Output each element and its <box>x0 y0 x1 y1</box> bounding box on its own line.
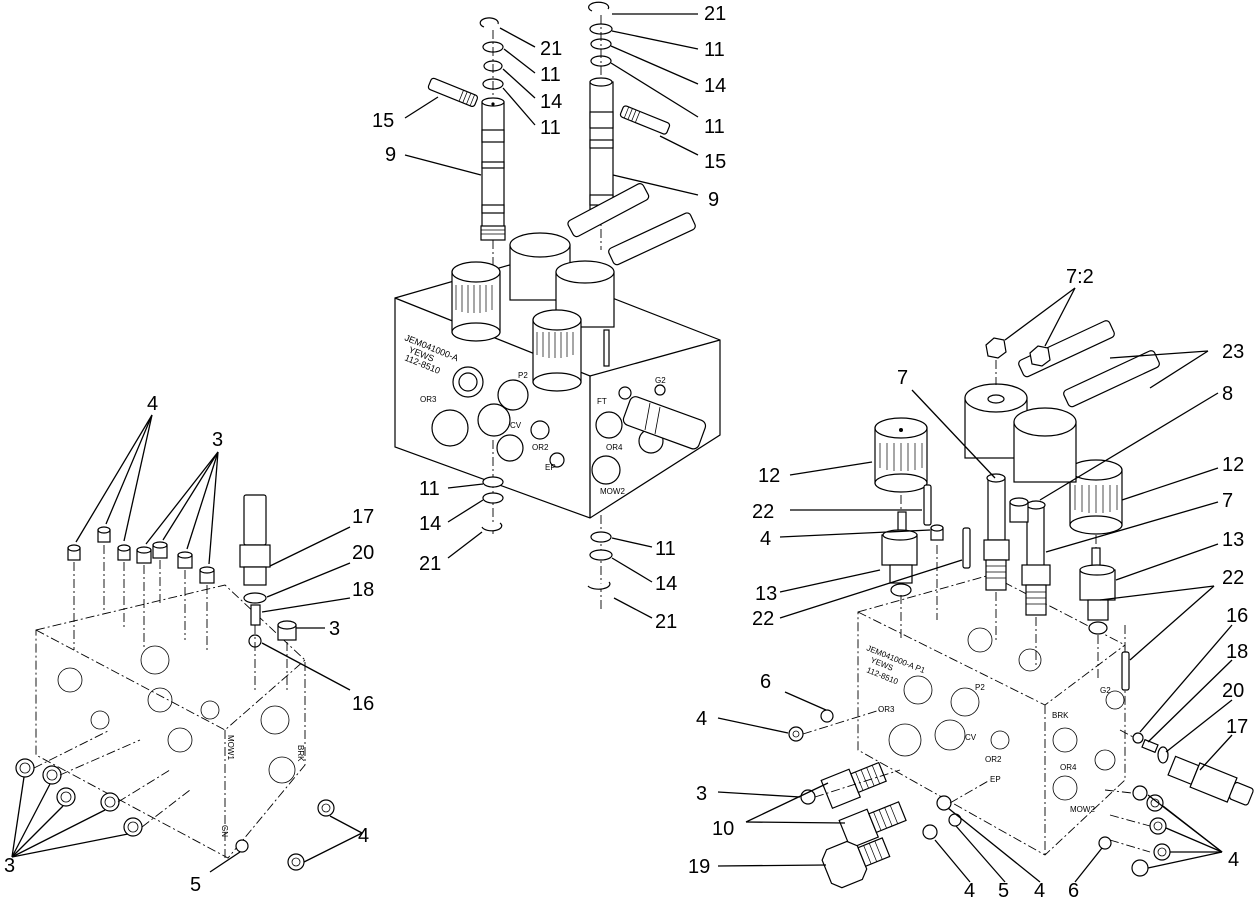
callout-22-left: 22 <box>752 608 774 630</box>
top-assembly: JEM041000-A YEWS 112-8510 OR3 P2 CV OR2 … <box>394 1 721 610</box>
callout-22-top: 22 <box>752 501 774 523</box>
right-port-or3: OR3 <box>878 705 895 714</box>
callout-18-right: 18 <box>1226 641 1248 663</box>
right-coil-left <box>874 417 928 520</box>
callout-3-right: 3 <box>696 783 707 805</box>
left-assembly: MOW1 BRK GN <box>15 494 335 871</box>
callout-12-left: 12 <box>758 465 780 487</box>
right-port-or2: OR2 <box>985 755 1002 764</box>
callout-15-top-left: 15 <box>372 110 394 132</box>
callout-4-bottom-1: 4 <box>964 880 975 902</box>
left-port-mow1: MOW1 <box>226 735 235 760</box>
callout-5-bottom: 5 <box>998 880 1009 902</box>
callout-21-mid-left: 21 <box>419 553 441 575</box>
callout-17-right: 17 <box>1226 716 1248 738</box>
right-port-p2: P2 <box>975 683 985 692</box>
right-coil-right <box>1069 459 1123 560</box>
top-port-p2: P2 <box>518 371 528 380</box>
callout-16-left: 16 <box>352 693 374 715</box>
callout-14-top-left: 14 <box>540 91 562 113</box>
callout-7-right: 7 <box>1222 490 1233 512</box>
callout-6-bottom: 6 <box>1068 880 1079 902</box>
leader-lines <box>11 13 1233 883</box>
callout-9-top-right: 9 <box>708 189 719 211</box>
top-right-spool-stack <box>588 1 671 250</box>
top-port-mow2: MOW2 <box>600 487 625 496</box>
callout-23: 23 <box>1222 341 1244 363</box>
callout-9-top-left: 9 <box>385 144 396 166</box>
callout-19: 19 <box>688 856 710 878</box>
right-port-ep: EP <box>990 775 1001 784</box>
right-port-brk: BRK <box>1052 711 1069 720</box>
callout-13-left: 13 <box>755 583 777 605</box>
top-port-ft: FT <box>597 397 607 406</box>
callout-14-mid-left: 14 <box>419 513 441 535</box>
top-port-or3: OR3 <box>420 395 437 404</box>
callout-11-top-left-1: 11 <box>540 64 561 86</box>
callout-8: 8 <box>1222 383 1233 405</box>
callout-22-right: 22 <box>1222 567 1244 589</box>
callout-7-right-top: 7 <box>897 367 908 389</box>
top-port-or2: OR2 <box>532 443 549 452</box>
right-cartridges <box>881 473 1130 691</box>
right-port-or4: OR4 <box>1060 763 1077 772</box>
top-port-g2: G2 <box>655 376 666 385</box>
callout-4-left-bottom: 4 <box>358 825 369 847</box>
callout-10: 10 <box>712 818 734 840</box>
top-port-cv: CV <box>510 421 522 430</box>
callout-4-bottom-2: 4 <box>1034 880 1045 902</box>
callout-21-top-right: 21 <box>704 3 726 25</box>
callout-13-right: 13 <box>1222 529 1244 551</box>
top-port-ep: EP <box>545 463 556 472</box>
right-port-g2: G2 <box>1100 686 1111 695</box>
left-side-plugs <box>15 729 335 871</box>
right-port-cv: CV <box>965 733 977 742</box>
top-left-spool-stack <box>427 17 506 270</box>
callout-14-mid-right: 14 <box>655 573 677 595</box>
right-assembly: JEM041000-A P1 YEWS 112-8510 OR3 P2 CV O… <box>788 320 1254 889</box>
callout-7-2: 7:2 <box>1066 266 1094 288</box>
callout-11-top-left-2: 11 <box>540 117 561 139</box>
callout-21-mid-right: 21 <box>655 611 677 633</box>
right-side-fittings <box>788 709 991 889</box>
callout-12-right: 12 <box>1222 454 1244 476</box>
callout-15-top-right: 15 <box>704 151 726 173</box>
top-coils <box>451 183 696 392</box>
left-port-gn: GN <box>220 825 229 837</box>
top-bottom-seals <box>481 440 613 610</box>
callout-16-right: 16 <box>1226 605 1248 627</box>
callout-11-top-right-1: 11 <box>704 39 725 61</box>
callout-11-mid-right: 11 <box>655 538 676 560</box>
callout-labels: 21 11 14 11 15 9 21 11 14 11 15 9 11 14 … <box>4 3 1248 902</box>
callout-11-top-right-2: 11 <box>704 116 725 138</box>
callout-4-right-side: 4 <box>696 708 707 730</box>
callout-3-left-bottom: 3 <box>4 855 15 877</box>
left-sensor-stack <box>239 494 297 690</box>
callout-11-mid-left: 11 <box>419 478 440 500</box>
callout-4-right-bottom: 4 <box>1228 849 1239 871</box>
callout-4-right-top: 4 <box>760 528 771 550</box>
callout-4-left-top: 4 <box>147 393 158 415</box>
callout-20-left: 20 <box>352 542 374 564</box>
left-port-brk: BRK <box>296 745 305 762</box>
right-large-coils <box>964 320 1160 483</box>
right-port-mow2: MOW2 <box>1070 805 1095 814</box>
top-port-or4: OR4 <box>606 443 623 452</box>
callout-14-top-right: 14 <box>704 75 726 97</box>
callout-5-left: 5 <box>190 874 201 896</box>
left-top-plugs <box>67 526 215 650</box>
right-sensor-stack <box>1098 729 1254 877</box>
callout-17-left: 17 <box>352 506 374 528</box>
callout-20-right: 20 <box>1222 680 1244 702</box>
callout-3-left-side: 3 <box>329 618 340 640</box>
callout-6-right-top: 6 <box>760 671 771 693</box>
callout-3-left-top: 3 <box>212 429 223 451</box>
callout-21-top-left: 21 <box>540 38 562 60</box>
callout-18-left: 18 <box>352 579 374 601</box>
